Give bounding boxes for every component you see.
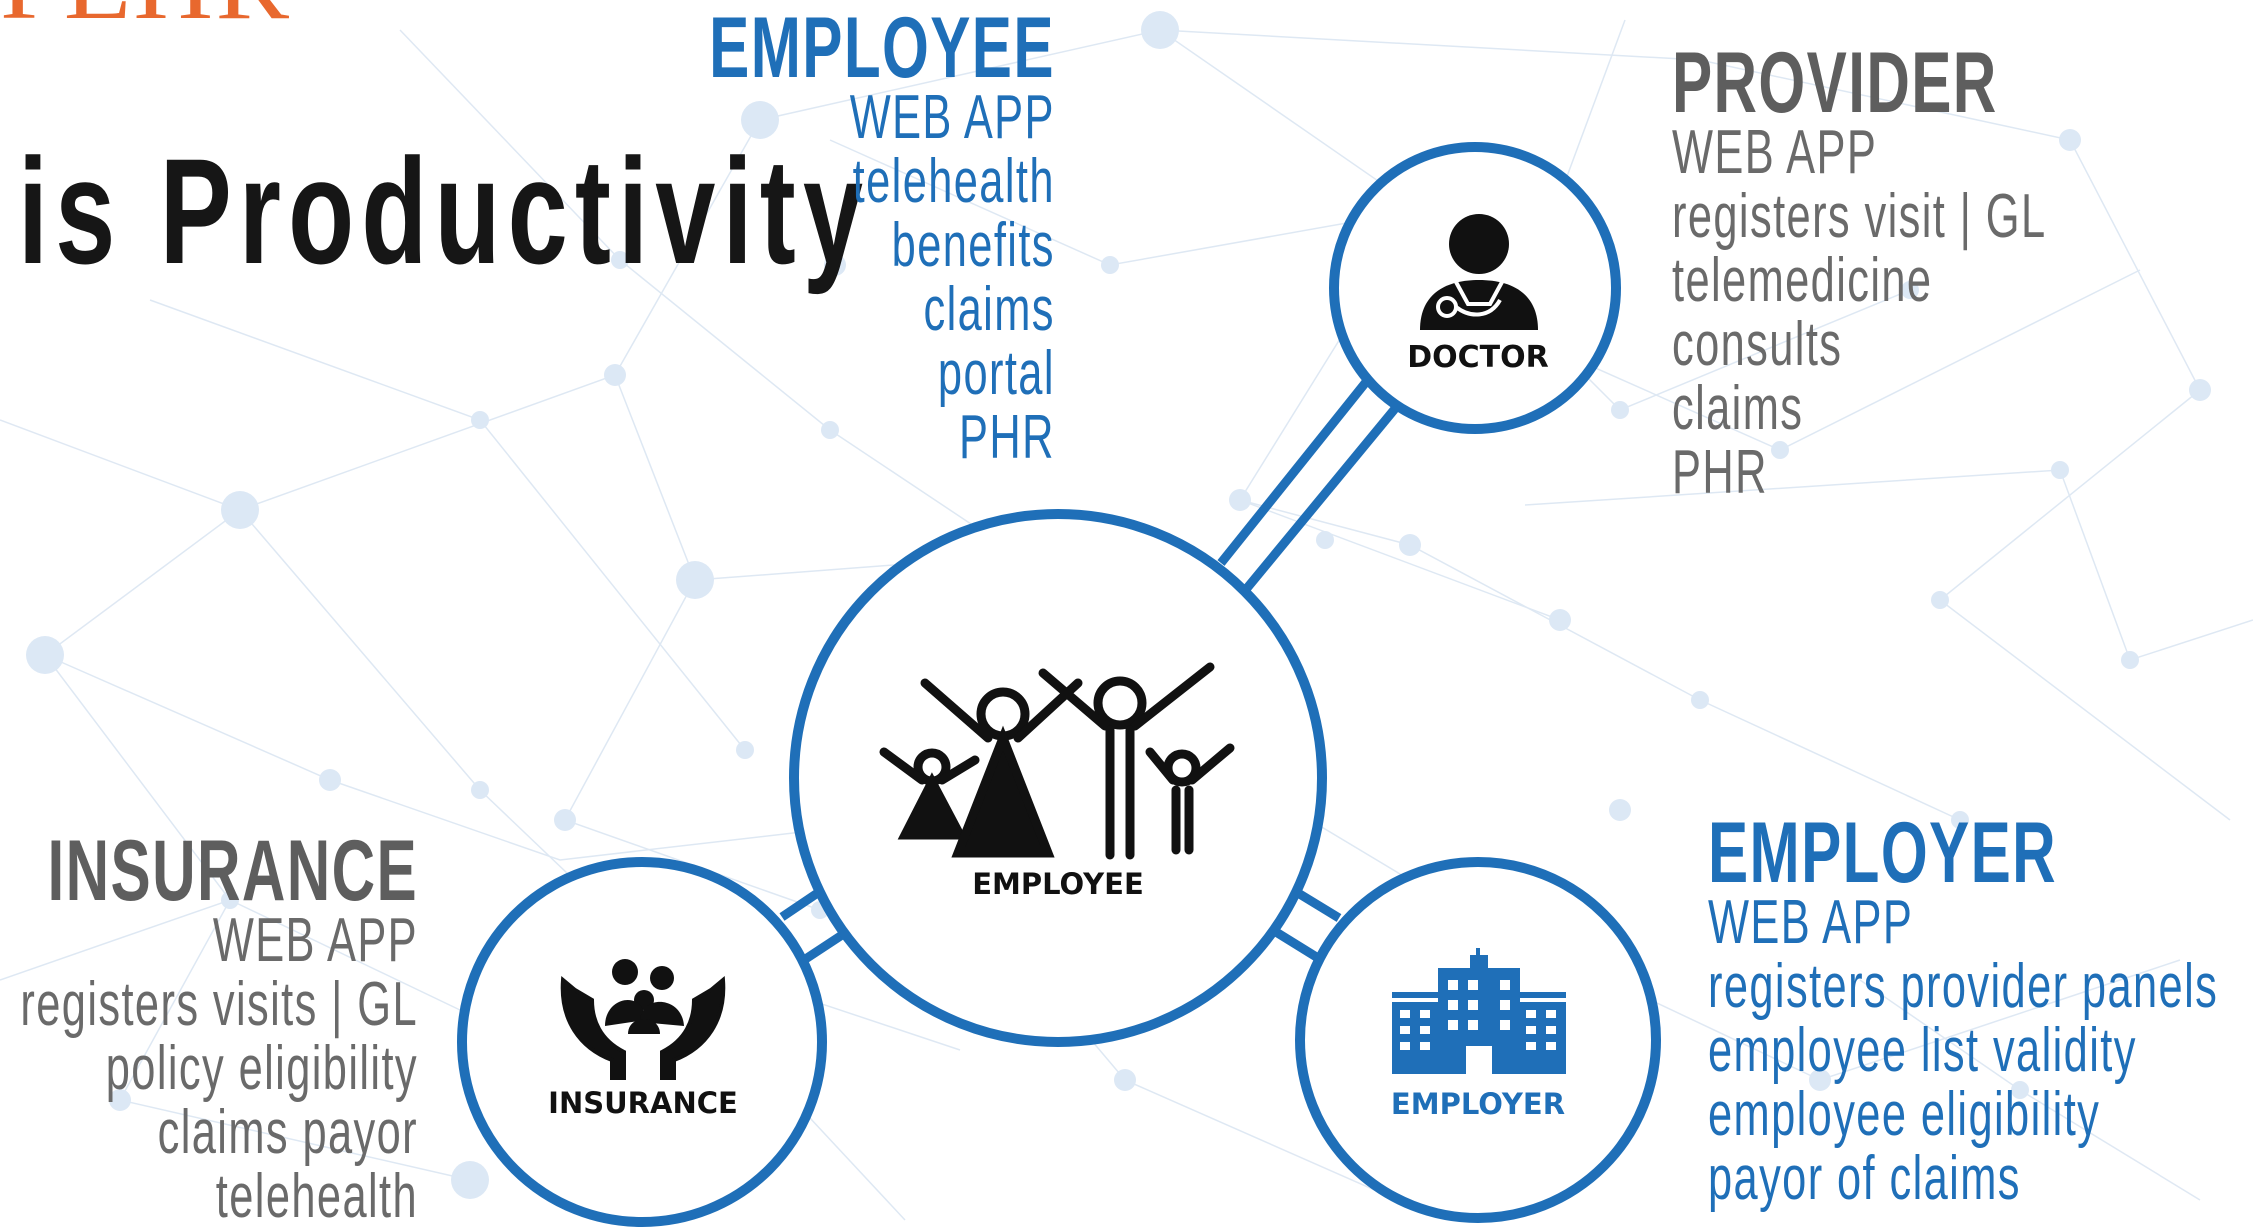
employee-heading: EMPLOYEE xyxy=(709,0,1055,96)
provider-item: telemedicine xyxy=(1672,246,1933,315)
insurance-item: telehealth xyxy=(215,1162,418,1231)
insurance-item: WEB APP xyxy=(212,906,418,975)
hands-holding-family-icon xyxy=(560,959,726,1080)
connector-employer xyxy=(1273,889,1342,962)
insurance-feature-list: INSURANCE WEB APP registers visits | GL … xyxy=(20,823,418,1231)
people-raising-arms-icon xyxy=(879,662,1235,860)
provider-heading: PROVIDER xyxy=(1672,35,1998,131)
employee-item: telehealth xyxy=(852,147,1055,216)
employer-item: registers provider panels xyxy=(1708,952,2219,1021)
page-headline: is Productivity xyxy=(18,127,871,295)
brand-logo-text: PEHR xyxy=(0,0,291,41)
connector-insurance xyxy=(779,886,845,964)
provider-item: registers visit | GL xyxy=(1672,182,2047,251)
employee-item: portal xyxy=(938,339,1055,408)
employee-item: WEB APP xyxy=(849,83,1055,152)
employee-feature-list: EMPLOYEE WEB APP telehealth benefits cla… xyxy=(709,0,1055,472)
employer-heading: EMPLOYER xyxy=(1708,805,2058,901)
employer-node-label: EMPLOYER xyxy=(1391,1087,1565,1121)
node-insurance xyxy=(457,857,827,1227)
employer-feature-list: EMPLOYER WEB APP registers provider pane… xyxy=(1708,805,2219,1213)
employee-node-label: EMPLOYEE xyxy=(972,867,1144,901)
employer-item: WEB APP xyxy=(1708,888,1914,957)
insurance-item: registers visits | GL xyxy=(20,970,418,1039)
employer-item: employee list validity xyxy=(1708,1016,2137,1085)
employee-item: claims xyxy=(923,275,1055,344)
connector-doctor xyxy=(1217,379,1402,596)
provider-feature-list: PROVIDER WEB APP registers visit | GL te… xyxy=(1672,35,2047,507)
provider-item: consults xyxy=(1672,310,1843,379)
provider-item: WEB APP xyxy=(1672,118,1878,187)
insurance-item: policy eligibility xyxy=(105,1034,418,1103)
employer-item: employee eligibility xyxy=(1708,1080,2101,1149)
employee-item: PHR xyxy=(959,403,1055,472)
insurance-node-label: INSURANCE xyxy=(548,1086,738,1120)
employer-item: payor of claims xyxy=(1708,1144,2021,1213)
node-employee xyxy=(789,509,1327,1047)
provider-item: claims xyxy=(1672,374,1804,443)
employee-item: benefits xyxy=(891,211,1055,280)
office-building-icon xyxy=(1392,948,1566,1074)
insurance-heading: INSURANCE xyxy=(47,823,418,919)
provider-item: PHR xyxy=(1672,438,1768,507)
insurance-item: claims payor xyxy=(157,1098,418,1167)
doctor-icon xyxy=(1420,214,1538,330)
doctor-label: DOCTOR xyxy=(1407,340,1549,375)
